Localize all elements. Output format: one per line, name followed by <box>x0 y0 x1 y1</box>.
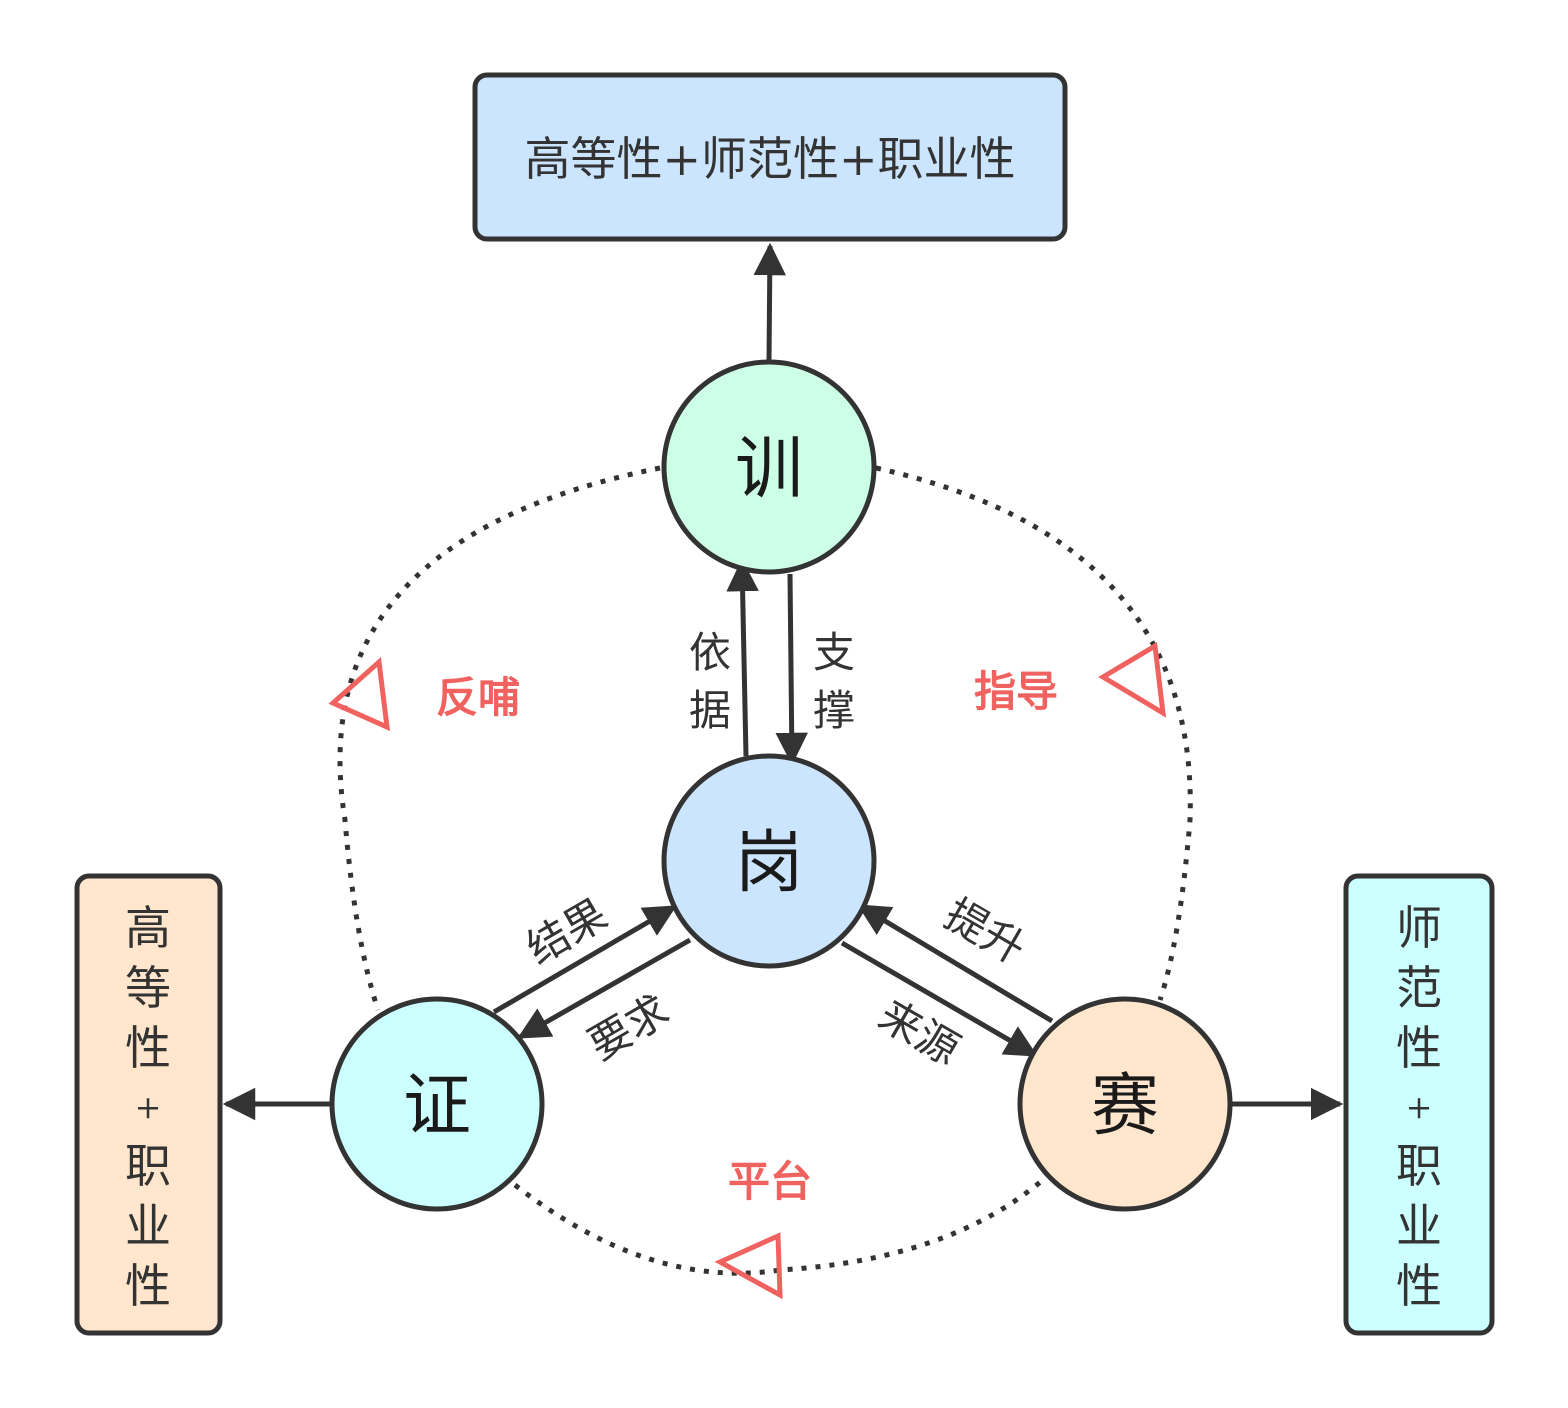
cycle-arc-right <box>875 465 1193 1001</box>
cycle-label-pingtai: 平台 <box>728 1157 812 1206</box>
left-box-char: + <box>135 1088 162 1126</box>
left-box-char: 等 <box>125 961 171 1015</box>
left-box-char: 职 <box>125 1139 171 1193</box>
cycle-arc-bottom <box>513 1176 1047 1276</box>
left-box-char: 性 <box>125 1259 171 1313</box>
right-box-char: 业 <box>1396 1199 1442 1253</box>
node-gang <box>661 753 877 969</box>
cycle-label-zhidao: 指导 <box>974 667 1058 716</box>
node-zheng <box>329 996 545 1212</box>
left-box-char: 高 <box>125 901 171 955</box>
edge-label-zhicheng: 撑 <box>813 686 855 735</box>
left-box-char: 业 <box>125 1199 171 1253</box>
node-sai <box>1017 996 1233 1212</box>
node-zheng-label: 证 <box>403 1067 471 1146</box>
node-sai-label: 赛 <box>1091 1067 1159 1146</box>
node-gang-label: 岗 <box>735 824 803 903</box>
left-box-char: 性 <box>125 1021 171 1075</box>
edge-label-yiju: 依 <box>689 628 731 677</box>
cycle-label-fanbu: 反哺 <box>436 673 520 722</box>
cycle-arrow-right-icon <box>1098 641 1167 718</box>
edge-label-jieguo: 结果 <box>518 889 615 973</box>
right-box-char: 职 <box>1396 1139 1442 1193</box>
right-box-char: 性 <box>1396 1259 1442 1313</box>
right-box-char: 师 <box>1396 901 1442 955</box>
arrow-xun-to-gang <box>775 573 808 766</box>
right-box-char: 性 <box>1396 1021 1442 1075</box>
left-box <box>74 873 223 1336</box>
top-box-text: 高等性+师范性+职业性 <box>524 132 1015 186</box>
node-xun <box>661 359 877 575</box>
arrow-gang-to-zheng <box>517 937 692 1040</box>
cycle-arrow-left-icon <box>328 656 391 732</box>
arrow-gang-to-xun <box>726 558 759 757</box>
arrow-gang-to-sai <box>840 940 1038 1058</box>
arrow-zheng-to-gang <box>492 904 677 1015</box>
right-box-char: + <box>1406 1088 1433 1126</box>
right-box <box>1343 873 1495 1336</box>
edge-label-yiju: 据 <box>689 686 731 735</box>
top-box <box>472 72 1068 242</box>
edge-label-yaoqiu: 要求 <box>580 985 677 1069</box>
right-box-char: 范 <box>1396 961 1442 1015</box>
cycle-arrow-bottom-icon <box>714 1232 783 1300</box>
edge-label-zhicheng: 支 <box>813 628 855 677</box>
arrow-xun-to-top-box <box>753 242 786 362</box>
node-xun-label: 训 <box>735 430 803 509</box>
edge-label-laiyuan: 来源 <box>871 990 968 1074</box>
arrow-sai-to-gang <box>857 903 1054 1024</box>
